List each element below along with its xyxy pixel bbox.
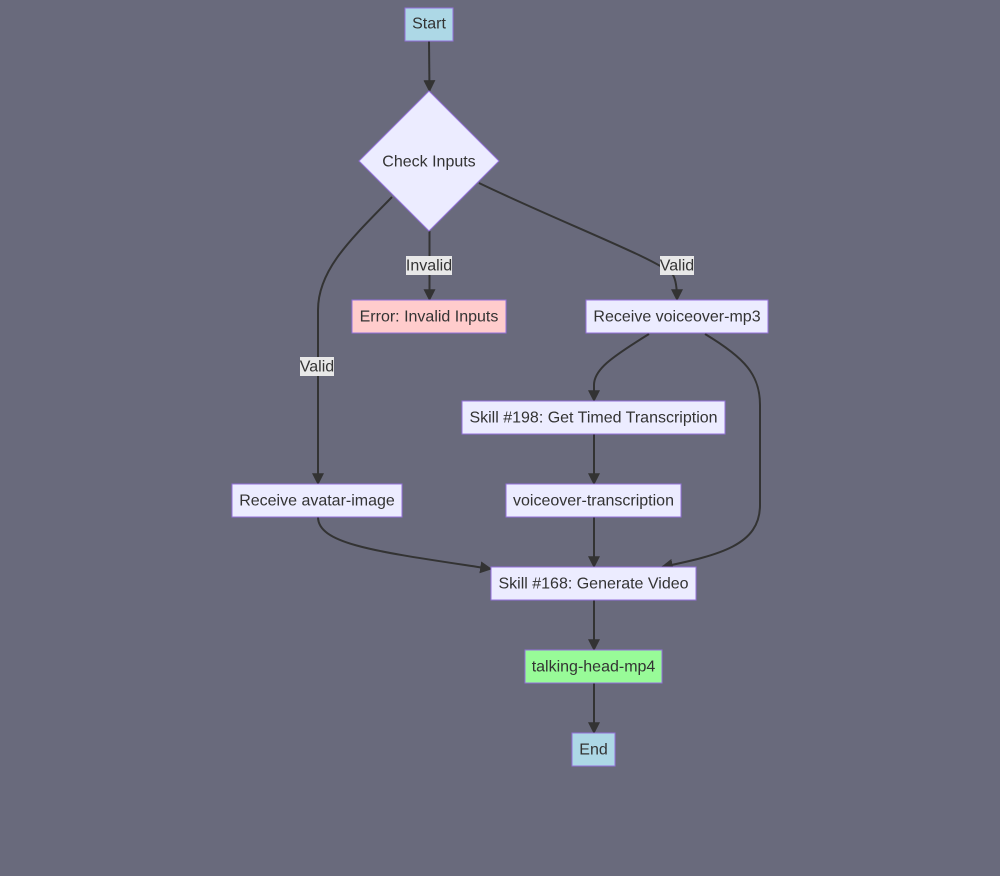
node-skill168: Skill #168: Generate Video xyxy=(490,566,697,601)
edge-voiceover-to-skill198 xyxy=(588,333,650,403)
edge-label-valid-left-text: Valid xyxy=(300,359,334,376)
node-start: Start xyxy=(404,7,454,42)
node-skill168-label: Skill #168: Generate Video xyxy=(498,576,688,593)
edge-start-to-check xyxy=(423,40,436,93)
node-end: End xyxy=(571,732,616,767)
edge-voiceover-to-skill168 xyxy=(660,333,761,571)
node-check-inputs: Check Inputs xyxy=(358,90,500,232)
edge-check-to-avatar xyxy=(312,196,393,486)
node-avatar-label: Receive avatar-image xyxy=(239,493,395,510)
node-check-inputs-label: Check Inputs xyxy=(382,154,475,171)
node-skill198-label: Skill #198: Get Timed Transcription xyxy=(469,410,717,427)
node-voiceover-label: Receive voiceover-mp3 xyxy=(593,309,760,326)
node-error: Error: Invalid Inputs xyxy=(351,299,507,334)
edge-label-invalid-text: Invalid xyxy=(406,258,452,275)
edge-label-valid-left: Valid xyxy=(300,357,334,376)
edge-label-valid-right: Valid xyxy=(660,256,694,275)
edge-label-invalid: Invalid xyxy=(406,256,452,275)
node-skill198: Skill #198: Get Timed Transcription xyxy=(461,400,726,435)
node-end-label: End xyxy=(579,742,607,759)
node-error-label: Error: Invalid Inputs xyxy=(360,309,499,326)
edge-avatar-to-skill168 xyxy=(317,516,493,574)
node-start-label: Start xyxy=(412,16,446,33)
edge-check-to-voiceover xyxy=(478,182,683,302)
node-transcription: voiceover-transcription xyxy=(505,483,682,518)
node-transcription-label: voiceover-transcription xyxy=(513,493,674,510)
node-avatar: Receive avatar-image xyxy=(231,483,403,518)
node-output-label: talking-head-mp4 xyxy=(532,659,656,676)
node-voiceover: Receive voiceover-mp3 xyxy=(585,299,769,334)
node-output: talking-head-mp4 xyxy=(524,649,663,684)
edge-label-valid-right-text: Valid xyxy=(660,258,694,275)
